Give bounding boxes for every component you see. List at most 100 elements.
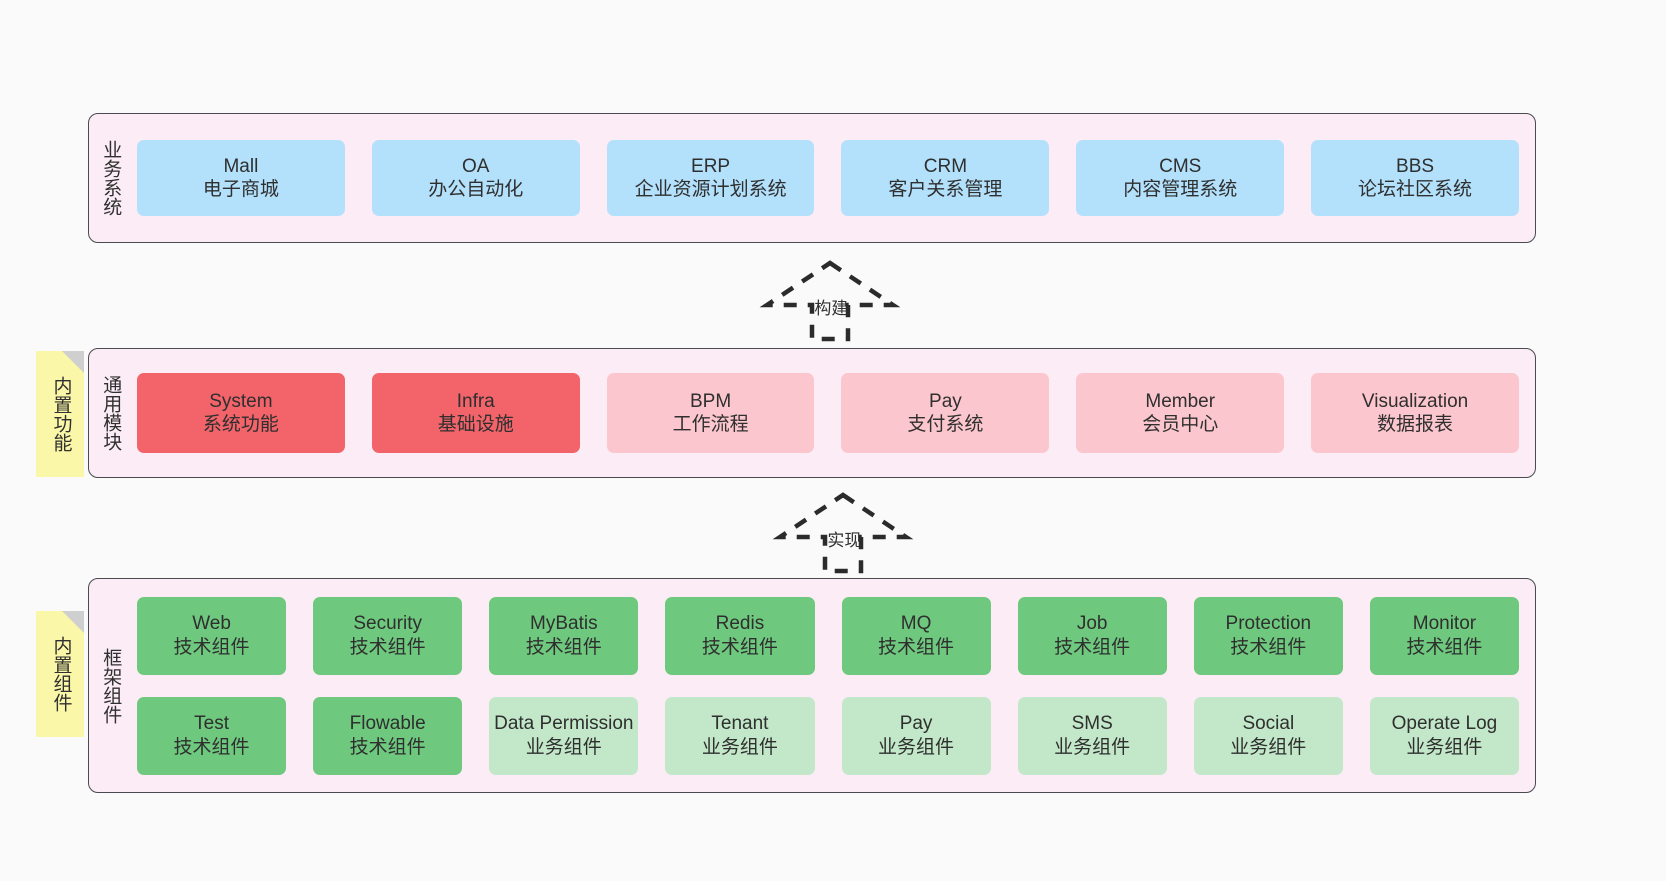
card-title-en: Web (192, 613, 231, 635)
card-title-cn: 系统功能 (202, 414, 279, 435)
card-title-en: Operate Log (1391, 713, 1498, 735)
card-mq[interactable]: MQ 技术组件 (841, 596, 991, 675)
card-title-cn: 企业资源计划系统 (634, 179, 787, 200)
layer-body-framework-components: Web 技术组件 Security 技术组件 MyBatis 技术组件 Redi… (131, 579, 1535, 792)
layer-common-modules: 通用模块 System 系统功能 Infra 基础设施 BPM 工作流程 Pay… (88, 348, 1536, 478)
card-title-en: Member (1145, 390, 1216, 412)
card-title-cn: 业务组件 (701, 736, 778, 758)
card-title-cn: 会员中心 (1142, 414, 1219, 435)
card-title-cn: 业务组件 (878, 736, 955, 758)
arrow-build: 构建 (759, 258, 901, 342)
card-job[interactable]: Job 技术组件 (1017, 596, 1167, 675)
card-title-en: Mall (223, 155, 259, 177)
layer-title-framework-components: 框架组件 (100, 647, 122, 724)
card-protection[interactable]: Protection 技术组件 (1193, 596, 1343, 675)
arrow-label-build: 构建 (814, 299, 849, 318)
card-operate-log[interactable]: Operate Log 业务组件 (1369, 696, 1519, 775)
card-monitor[interactable]: Monitor 技术组件 (1369, 596, 1519, 675)
card-social[interactable]: Social 业务组件 (1193, 696, 1343, 775)
card-mybatis[interactable]: MyBatis 技术组件 (489, 596, 639, 675)
card-test[interactable]: Test 技术组件 (137, 696, 287, 775)
card-system[interactable]: System 系统功能 (137, 373, 345, 453)
card-row: Test 技术组件 Flowable 技术组件 Data Permission … (137, 696, 1519, 775)
layer-title-common-modules: 通用模块 (100, 375, 122, 451)
card-member[interactable]: Member 会员中心 (1076, 373, 1285, 453)
layer-body-common-modules: System 系统功能 Infra 基础设施 BPM 工作流程 Pay 支付系统… (131, 349, 1535, 477)
card-tenant[interactable]: Tenant 业务组件 (665, 696, 815, 775)
card-visualization[interactable]: Visualization 数据报表 (1311, 373, 1519, 453)
card-title-cn: 技术组件 (349, 736, 426, 758)
arrow-realize: 实现 (772, 490, 914, 574)
card-title-en: Pay (899, 713, 933, 735)
card-title-cn: 客户关系管理 (888, 179, 1003, 200)
layer-business-system: 业务系统 Mall 电子商城 OA 办公自动化 ERP 企业资源计划系统 CRM… (88, 113, 1536, 243)
card-title-cn: 业务组件 (525, 736, 602, 758)
card-title-cn: 数据报表 (1377, 414, 1454, 435)
card-crm[interactable]: CRM 客户关系管理 (841, 140, 1050, 216)
layer-body-business-system: Mall 电子商城 OA 办公自动化 ERP 企业资源计划系统 CRM 客户关系… (131, 114, 1535, 242)
card-title-cn: 技术组件 (173, 736, 250, 758)
card-title-en: Security (353, 613, 422, 635)
card-security[interactable]: Security 技术组件 (313, 596, 463, 675)
card-title-en: ERP (691, 155, 731, 177)
card-title-en: Tenant (711, 713, 769, 735)
layer-title-business-system: 业务系统 (100, 140, 122, 216)
card-title-cn: 基础设施 (437, 414, 514, 435)
note-text: 内置组件 (50, 636, 72, 712)
note-builtin-component: 内置组件 (36, 611, 84, 737)
card-title-cn: 论坛社区系统 (1358, 179, 1473, 200)
arrow-label-realize: 实现 (827, 531, 862, 550)
card-mall[interactable]: Mall 电子商城 (137, 140, 345, 216)
card-infra[interactable]: Infra 基础设施 (371, 373, 580, 453)
card-row: System 系统功能 Infra 基础设施 BPM 工作流程 Pay 支付系统… (137, 373, 1519, 453)
card-title-cn: 业务组件 (1054, 736, 1131, 758)
card-bpm[interactable]: BPM 工作流程 (606, 373, 815, 453)
card-title-cn: 技术组件 (349, 636, 426, 658)
card-bbs[interactable]: BBS 论坛社区系统 (1311, 140, 1519, 216)
card-title-en: Data Permission (494, 713, 634, 735)
card-sms[interactable]: SMS 业务组件 (1017, 696, 1167, 775)
card-title-en: CMS (1159, 155, 1202, 177)
card-title-en: OA (462, 155, 490, 177)
card-erp[interactable]: ERP 企业资源计划系统 (606, 140, 815, 216)
card-flowable[interactable]: Flowable 技术组件 (313, 696, 463, 775)
card-title-cn: 业务组件 (1230, 736, 1307, 758)
layer-framework-components: 框架组件 Web 技术组件 Security 技术组件 MyBatis 技术组件… (88, 578, 1536, 793)
card-web[interactable]: Web 技术组件 (137, 596, 287, 675)
card-title-cn: 技术组件 (1406, 636, 1483, 658)
card-title-en: Visualization (1361, 390, 1469, 412)
card-title-en: Social (1242, 713, 1295, 735)
card-row: Mall 电子商城 OA 办公自动化 ERP 企业资源计划系统 CRM 客户关系… (137, 140, 1519, 216)
card-title-en: Infra (456, 390, 495, 412)
card-title-en: Redis (715, 613, 765, 635)
card-title-en: CRM (923, 155, 968, 177)
card-title-cn: 业务组件 (1406, 736, 1483, 758)
card-title-en: Protection (1225, 613, 1312, 635)
card-title-en: Monitor (1412, 613, 1477, 635)
card-title-en: MyBatis (530, 613, 598, 635)
card-redis[interactable]: Redis 技术组件 (665, 596, 815, 675)
card-title-en: Test (194, 713, 229, 735)
card-title-cn: 技术组件 (878, 636, 955, 658)
card-pay-component[interactable]: Pay 业务组件 (841, 696, 991, 775)
card-title-en: BPM (689, 390, 732, 412)
card-title-cn: 技术组件 (701, 636, 778, 658)
card-data-permission[interactable]: Data Permission 业务组件 (489, 696, 639, 775)
card-title-en: MQ (900, 613, 932, 635)
note-builtin-function: 内置功能 (36, 351, 84, 477)
card-title-cn: 技术组件 (525, 636, 602, 658)
card-title-en: Job (1076, 613, 1108, 635)
card-title-cn: 技术组件 (1230, 636, 1307, 658)
card-pay-module[interactable]: Pay 支付系统 (841, 373, 1050, 453)
card-cms[interactable]: CMS 内容管理系统 (1076, 140, 1285, 216)
card-title-cn: 支付系统 (907, 414, 984, 435)
card-title-cn: 工作流程 (672, 414, 749, 435)
card-title-cn: 电子商城 (202, 179, 279, 200)
note-text: 内置功能 (50, 376, 72, 452)
card-title-en: System (209, 390, 273, 412)
card-title-en: SMS (1071, 713, 1113, 735)
card-title-cn: 技术组件 (173, 636, 250, 658)
card-title-cn: 内容管理系统 (1123, 179, 1238, 200)
card-oa[interactable]: OA 办公自动化 (371, 140, 580, 216)
